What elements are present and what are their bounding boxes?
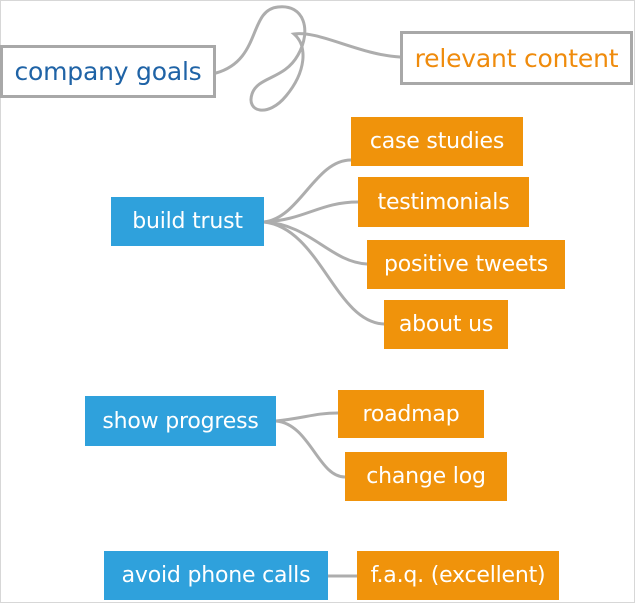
content-about-us: about us xyxy=(384,300,508,349)
content-change-log: change log xyxy=(345,452,507,501)
goal-show-progress: show progress xyxy=(85,396,276,446)
company-goals-header: company goals xyxy=(0,45,216,98)
header-knot-connector xyxy=(214,5,402,112)
connector-build-trust-testimonials xyxy=(262,200,360,224)
content-case-studies: case studies xyxy=(351,117,523,166)
connector-build-trust-about-us xyxy=(262,220,386,326)
content-positive-tweets: positive tweets xyxy=(367,240,565,289)
content-testimonials: testimonials xyxy=(358,177,529,227)
connector-build-trust-positive-tweets xyxy=(262,220,369,266)
connector-show-progress-roadmap xyxy=(274,411,340,423)
goal-build-trust: build trust xyxy=(111,197,264,246)
relevant-content-header: relevant content xyxy=(400,31,633,85)
content-roadmap: roadmap xyxy=(338,390,484,438)
connector-build-trust-case-studies xyxy=(262,158,353,224)
connector-show-progress-change-log xyxy=(274,419,347,479)
content-faq-excellent: f.a.q. (excellent) xyxy=(357,551,559,600)
goal-avoid-phone-calls: avoid phone calls xyxy=(104,551,328,600)
